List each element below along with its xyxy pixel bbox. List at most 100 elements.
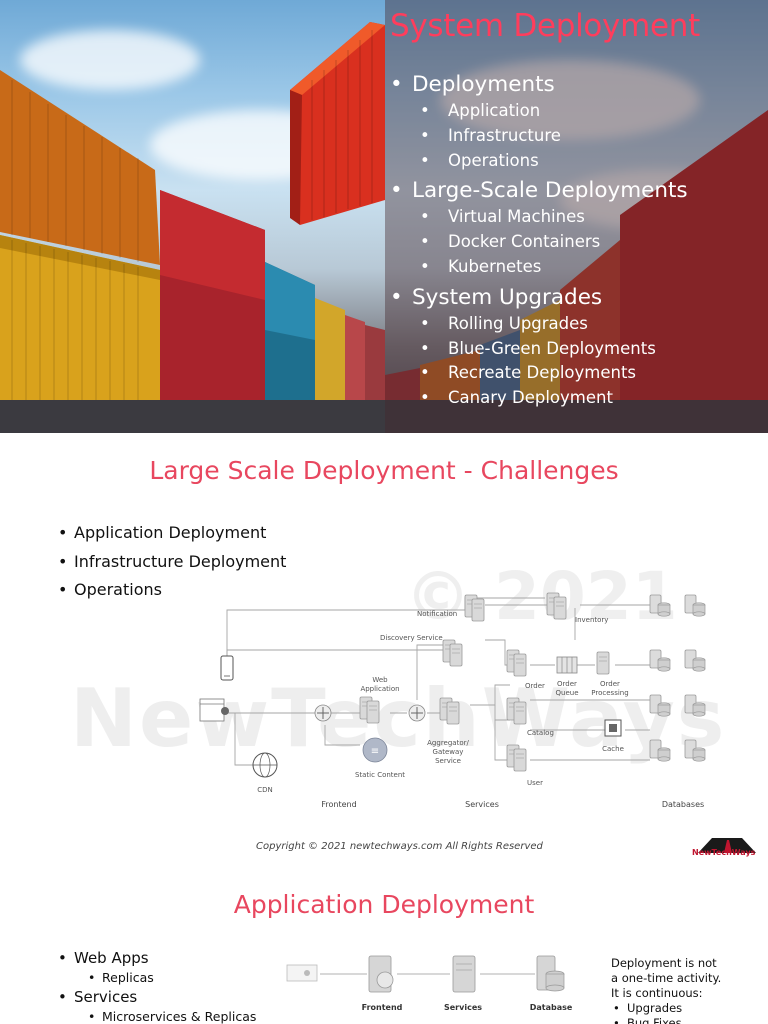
static-content-label: Static Content bbox=[355, 771, 405, 779]
database-icon bbox=[684, 594, 706, 617]
note-bullet: Upgrades bbox=[611, 1001, 721, 1016]
frontend-column-label: Frontend bbox=[321, 800, 356, 809]
bullet-heading: System Upgrades bbox=[390, 283, 688, 312]
architecture-diagram: CDN Web Application ≡ Static Content Not… bbox=[199, 580, 706, 809]
order-processing-label-1: Order bbox=[600, 680, 620, 688]
services-server-icon bbox=[452, 955, 476, 993]
section-deployments: Deployments Application Infrastructure O… bbox=[390, 70, 688, 173]
database-icon bbox=[649, 739, 671, 762]
aggregator-servers-icon bbox=[440, 698, 459, 724]
static-content-icon: ≡ bbox=[362, 737, 388, 763]
bullet-item: Web Apps bbox=[58, 948, 256, 969]
frontend-label: Frontend bbox=[362, 1003, 403, 1012]
application-label: Application bbox=[360, 685, 399, 693]
slide-large-scale-challenges: Large Scale Deployment - Challenges © 20… bbox=[0, 440, 768, 868]
notification-label: Notification bbox=[417, 610, 457, 618]
load-balancer-icon bbox=[314, 704, 332, 722]
database-icon bbox=[684, 694, 706, 717]
cache-chip-icon bbox=[604, 719, 622, 737]
bullet-item: Blue-Green Deployments bbox=[390, 337, 688, 362]
newtechways-logo-icon bbox=[698, 838, 756, 853]
app-deployment-diagram: Frontend Services Database bbox=[286, 955, 573, 1012]
copyright-notice: Copyright © 2021 newtechways.com All Rig… bbox=[256, 841, 543, 852]
bullet-item: Application bbox=[390, 99, 688, 124]
bullet-item: Infrastructure Deployment bbox=[58, 548, 286, 577]
cloud bbox=[20, 30, 200, 90]
cdn-globe-icon bbox=[252, 752, 278, 778]
catalog-servers-icon bbox=[507, 698, 526, 724]
notification-servers-icon bbox=[465, 595, 484, 621]
bullet-heading: Large-Scale Deployments bbox=[390, 176, 688, 205]
note-line: a one-time activity. bbox=[611, 971, 722, 985]
note-line: It is continuous: bbox=[611, 986, 703, 1000]
note-line: Deployment is not bbox=[611, 956, 717, 970]
bullet-item: Rolling Upgrades bbox=[390, 312, 688, 337]
slide-title: System Deployment bbox=[390, 8, 700, 44]
database-icon bbox=[649, 649, 671, 672]
cdn-label: CDN bbox=[257, 786, 273, 794]
frontend-server-icon bbox=[368, 955, 394, 993]
browser-icon bbox=[199, 698, 229, 722]
bullet-item: Recreate Deployments bbox=[390, 361, 688, 386]
bullet-item: Docker Containers bbox=[390, 230, 688, 255]
catalog-label: Catalog bbox=[527, 729, 554, 737]
load-balancer-icon bbox=[408, 704, 426, 722]
discovery-label: Discovery Service bbox=[380, 634, 443, 642]
bullet-item: Canary Deployment bbox=[390, 386, 688, 411]
user-label: User bbox=[527, 779, 543, 787]
slide-title: Large Scale Deployment - Challenges bbox=[149, 456, 619, 485]
database-icon bbox=[684, 739, 706, 762]
aggregator-label: Aggregator/ bbox=[427, 739, 469, 747]
section-system-upgrades: System Upgrades Rolling Upgrades Blue-Gr… bbox=[390, 283, 688, 411]
watermark-year: © 2021 bbox=[405, 558, 678, 635]
bullet-item: Kubernetes bbox=[390, 255, 688, 280]
mobile-phone-icon bbox=[220, 655, 234, 681]
bullet-subitem: Replicas bbox=[58, 969, 256, 987]
gateway-label: Gateway bbox=[433, 748, 464, 756]
database-icon bbox=[649, 594, 671, 617]
order-queue-icon bbox=[556, 656, 578, 674]
order-servers-icon bbox=[507, 650, 526, 676]
watermark-brand: NewTechWays bbox=[70, 672, 727, 765]
bullet-item: Application Deployment bbox=[58, 519, 286, 548]
database-icon bbox=[649, 694, 671, 717]
inventory-servers-icon bbox=[547, 593, 566, 619]
order-queue-label-2: Queue bbox=[556, 689, 579, 697]
brand-name: NewTechWays bbox=[692, 848, 756, 857]
order-label: Order bbox=[525, 682, 545, 690]
bullet-list: Application Deployment Infrastructure De… bbox=[58, 519, 286, 605]
bullet-item: Operations bbox=[390, 149, 688, 174]
slide-application-deployment: Application Deployment Web Apps Replicas… bbox=[0, 876, 768, 1024]
databases-column-label: Databases bbox=[662, 800, 704, 809]
continuous-deployment-note: Deployment is not a one-time activity. I… bbox=[611, 956, 721, 1024]
bullet-item: Virtual Machines bbox=[390, 205, 688, 230]
service-label: Service bbox=[435, 757, 461, 765]
order-processing-label-2: Processing bbox=[591, 689, 628, 697]
browser-icon bbox=[286, 964, 318, 982]
order-queue-label-1: Order bbox=[557, 680, 577, 688]
bullet-subitem: Microservices & Replicas bbox=[58, 1008, 256, 1024]
slide-title: Application Deployment bbox=[233, 890, 535, 919]
svg-text:≡: ≡ bbox=[371, 746, 379, 757]
bullet-item: Services bbox=[58, 987, 256, 1008]
bullet-item: Infrastructure bbox=[390, 124, 688, 149]
services-label: Services bbox=[444, 1003, 482, 1012]
note-bullet: Bug Fixes bbox=[611, 1016, 721, 1024]
order-processing-servers-icon bbox=[596, 651, 610, 675]
discovery-servers-icon bbox=[443, 640, 462, 666]
inventory-label: Inventory bbox=[575, 616, 608, 624]
services-column-label: Services bbox=[465, 800, 499, 809]
bullet-heading: Deployments bbox=[390, 70, 688, 99]
bullet-list: Deployments Application Infrastructure O… bbox=[390, 70, 688, 411]
database-icon bbox=[684, 649, 706, 672]
web-application-servers-icon bbox=[360, 697, 379, 723]
section-large-scale: Large-Scale Deployments Virtual Machines… bbox=[390, 176, 688, 279]
slide-system-deployment: System Deployment Deployments Applicatio… bbox=[0, 0, 768, 433]
database-server-icon bbox=[536, 955, 565, 992]
bullet-list: Web Apps Replicas Services Microservices… bbox=[58, 948, 256, 1024]
cache-label: Cache bbox=[602, 745, 624, 753]
database-label: Database bbox=[530, 1003, 573, 1012]
user-servers-icon bbox=[507, 745, 526, 771]
bullet-item: Operations bbox=[58, 576, 286, 605]
web-label: Web bbox=[372, 676, 388, 684]
